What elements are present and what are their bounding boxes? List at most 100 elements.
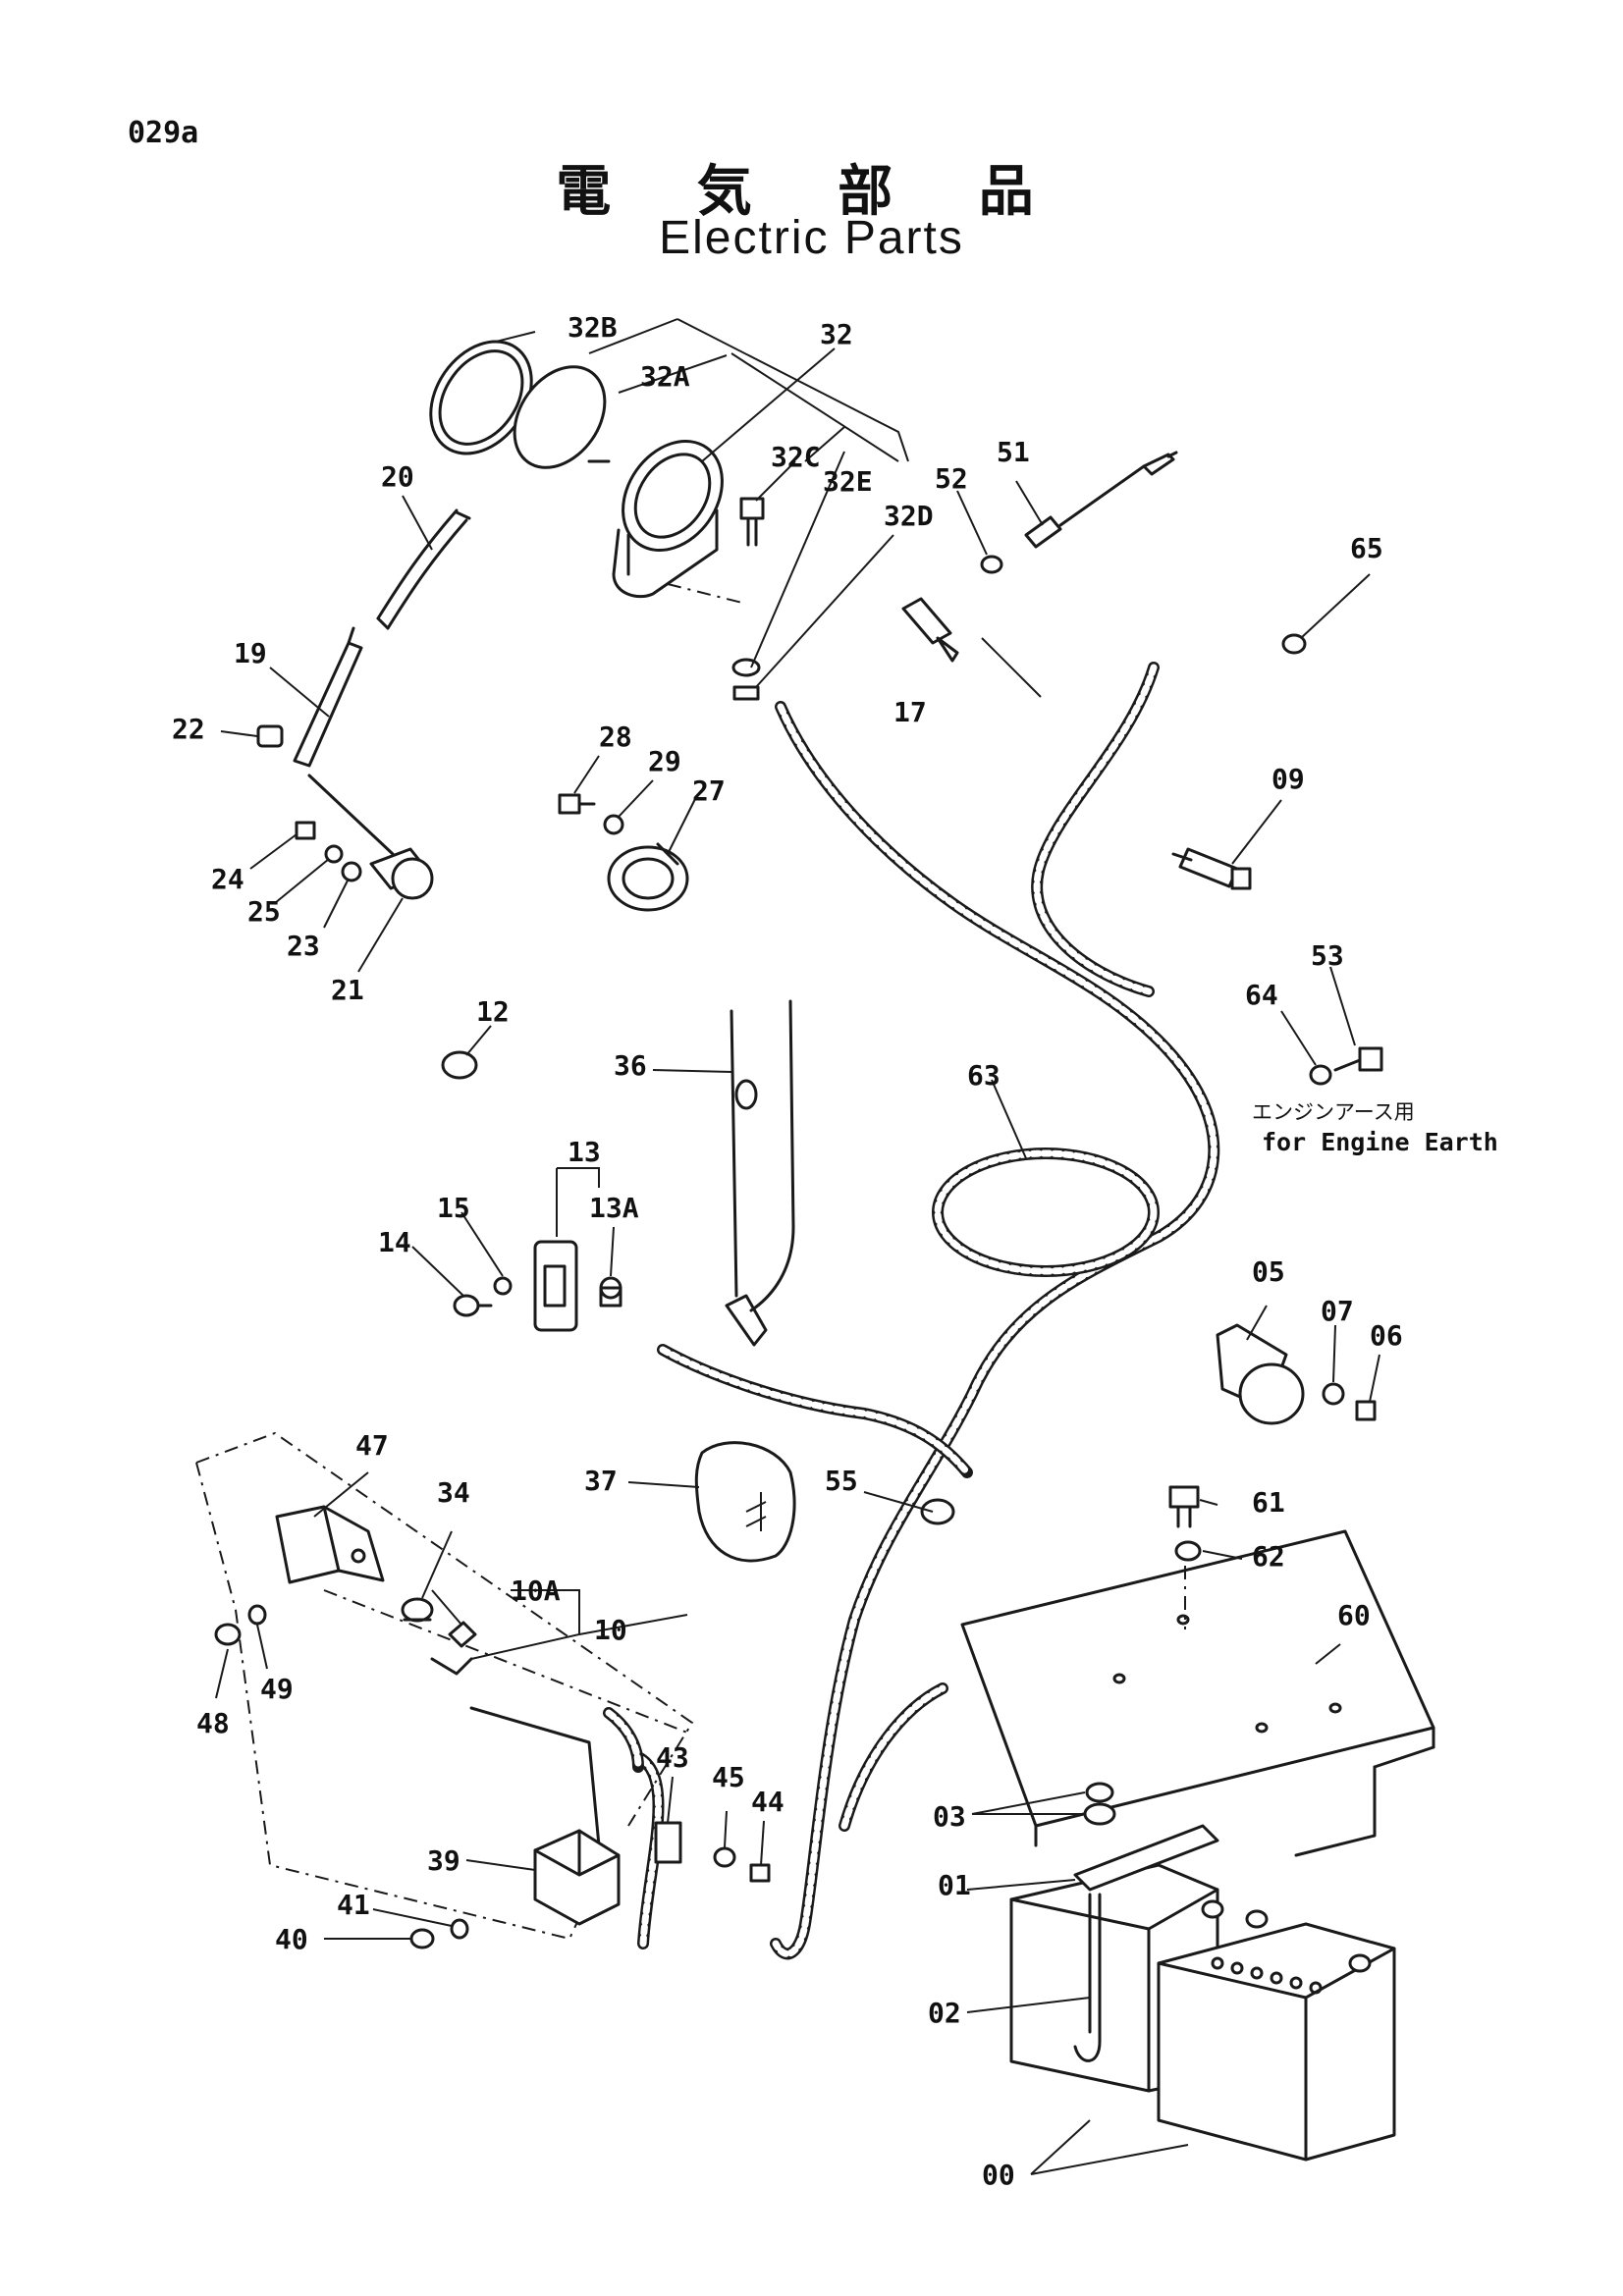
label-60: 60: [1337, 1599, 1371, 1631]
washer-41: [450, 1918, 469, 1940]
screw-44: [749, 1863, 771, 1883]
label-21: 21: [331, 974, 364, 1006]
wiper-arm: [293, 626, 363, 768]
sensor-17: [901, 597, 959, 663]
label-14: 14: [378, 1226, 411, 1258]
relay-43: [654, 1821, 682, 1864]
label-28: 28: [599, 721, 632, 753]
label-32A: 32A: [640, 360, 690, 393]
label-39: 39: [427, 1844, 460, 1877]
bolt-53: [1333, 1046, 1383, 1072]
label-32E: 32E: [823, 465, 873, 498]
washer-29: [603, 814, 624, 835]
nut-65: [1281, 633, 1307, 655]
title-japanese: 電 気 部 品: [556, 159, 1067, 224]
washer-15: [493, 1276, 513, 1296]
label-63: 63: [967, 1059, 1001, 1092]
title-english: Electric Parts: [659, 212, 964, 264]
screw-14: [453, 1294, 493, 1317]
label-07: 07: [1321, 1295, 1354, 1327]
label-47: 47: [355, 1429, 389, 1462]
work-light-bolt: [739, 497, 765, 547]
label-32D: 32D: [884, 500, 934, 532]
label-34: 34: [437, 1476, 470, 1509]
label-51: 51: [997, 436, 1030, 468]
note-japanese: エンジンアース用: [1252, 1100, 1415, 1124]
label-48: 48: [196, 1707, 230, 1739]
label-06: 06: [1370, 1319, 1403, 1352]
label-17: 17: [893, 696, 927, 728]
panel-box: [195, 1431, 694, 1941]
label-40: 40: [275, 1923, 308, 1955]
battery-front: [1157, 1909, 1396, 2162]
pressure-switch: [1171, 847, 1252, 890]
label-64: 64: [1245, 979, 1278, 1011]
label-23: 23: [287, 930, 320, 962]
grommet-12: [441, 1050, 478, 1080]
label-13: 13: [568, 1136, 601, 1168]
label-03: 03: [933, 1800, 966, 1833]
label-00: 00: [982, 2159, 1015, 2191]
cable-coil: [932, 1148, 1160, 1277]
label-10: 10: [594, 1614, 627, 1646]
label-41: 41: [337, 1889, 370, 1921]
label-52: 52: [935, 462, 968, 495]
nut-03: [1083, 1782, 1116, 1826]
label-01: 01: [938, 1869, 971, 1901]
label-32B: 32B: [568, 311, 618, 344]
label-43: 43: [656, 1741, 689, 1774]
washer-49: [247, 1604, 267, 1626]
washer-45: [713, 1846, 736, 1868]
label-13A: 13A: [589, 1192, 639, 1224]
relay-39: [533, 1829, 621, 1926]
leader-lines: [215, 318, 1380, 2175]
page-id: 029a: [128, 116, 199, 150]
work-light-lens: [513, 365, 611, 469]
key-switch: [430, 1621, 477, 1676]
note-english: for Engine Earth: [1262, 1128, 1498, 1156]
lamp-lens-37: [694, 1441, 796, 1563]
sensor-51: [1024, 451, 1178, 549]
switch-bulb: [599, 1276, 622, 1308]
cable-clamp: [920, 1498, 955, 1525]
washer-64: [1309, 1064, 1332, 1086]
switch-34: [401, 1597, 434, 1623]
washer-52: [980, 555, 1003, 574]
label-32: 32: [820, 318, 853, 350]
rocker-switch: [533, 1240, 578, 1332]
work-light-nut: [731, 658, 761, 701]
screw-40: [409, 1928, 435, 1949]
bolt-24: [295, 821, 316, 840]
label-29: 29: [648, 745, 681, 777]
label-27: 27: [692, 774, 726, 807]
label-65: 65: [1350, 532, 1383, 564]
battery-support-plate: [960, 1529, 1435, 1857]
bolt-61: [1168, 1485, 1200, 1528]
label-61: 61: [1252, 1486, 1285, 1519]
bolt-28: [558, 793, 596, 815]
battery-relay: [1216, 1323, 1305, 1425]
label-09: 09: [1271, 763, 1305, 795]
label-37: 37: [584, 1465, 618, 1497]
wiper-cap: [256, 724, 284, 748]
label-53: 53: [1311, 939, 1344, 972]
label-20: 20: [381, 460, 414, 493]
horn: [607, 842, 689, 912]
screw-48: [214, 1623, 242, 1646]
j-bolt: [1073, 1893, 1102, 2062]
label-10A: 10A: [511, 1575, 561, 1607]
label-24: 24: [211, 863, 244, 895]
label-45: 45: [712, 1761, 745, 1793]
label-22: 22: [172, 713, 205, 745]
washer-23: [341, 861, 362, 882]
washer-07: [1322, 1382, 1345, 1406]
relay-47: [275, 1505, 385, 1584]
part-labels: 32B 32A 32 32C 32E 32D 20 19 22 24 25 23…: [172, 311, 1498, 2191]
label-12: 12: [476, 995, 510, 1028]
label-15: 15: [437, 1192, 470, 1224]
label-19: 19: [234, 637, 267, 669]
screw-06: [1355, 1400, 1377, 1421]
washer-25: [324, 844, 344, 864]
work-light-body: [612, 439, 747, 605]
